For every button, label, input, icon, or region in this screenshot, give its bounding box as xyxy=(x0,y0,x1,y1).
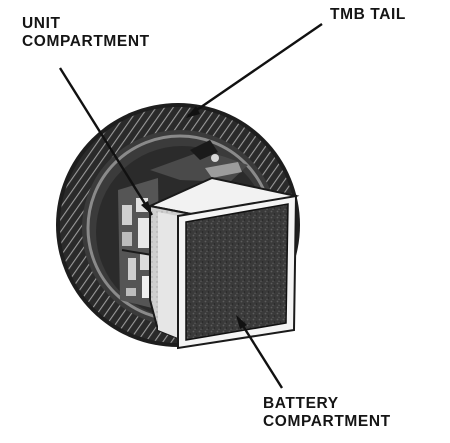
battery-compartment-box xyxy=(146,176,300,350)
top-bracket xyxy=(150,140,248,182)
battery-face xyxy=(186,204,288,340)
leader-line-battery-compartment xyxy=(236,317,284,389)
battery-compartment-label-line2: COMPARTMENT xyxy=(263,413,391,430)
leader-arrowhead-unit xyxy=(141,201,152,215)
leader-arrowhead-tail xyxy=(186,106,200,118)
battery-compartment-label-line1: BATTERY xyxy=(263,395,339,412)
tmb-tail-label: TMB TAIL xyxy=(330,6,406,23)
unit-compartment-label-line1: UNIT xyxy=(22,15,61,32)
leader-arrowhead-battery xyxy=(236,315,247,329)
unit-compartment-label-line2: COMPARTMENT xyxy=(22,33,150,50)
leader-line-unit-compartment xyxy=(58,67,154,216)
leader-line-tmb-tail xyxy=(187,23,323,117)
